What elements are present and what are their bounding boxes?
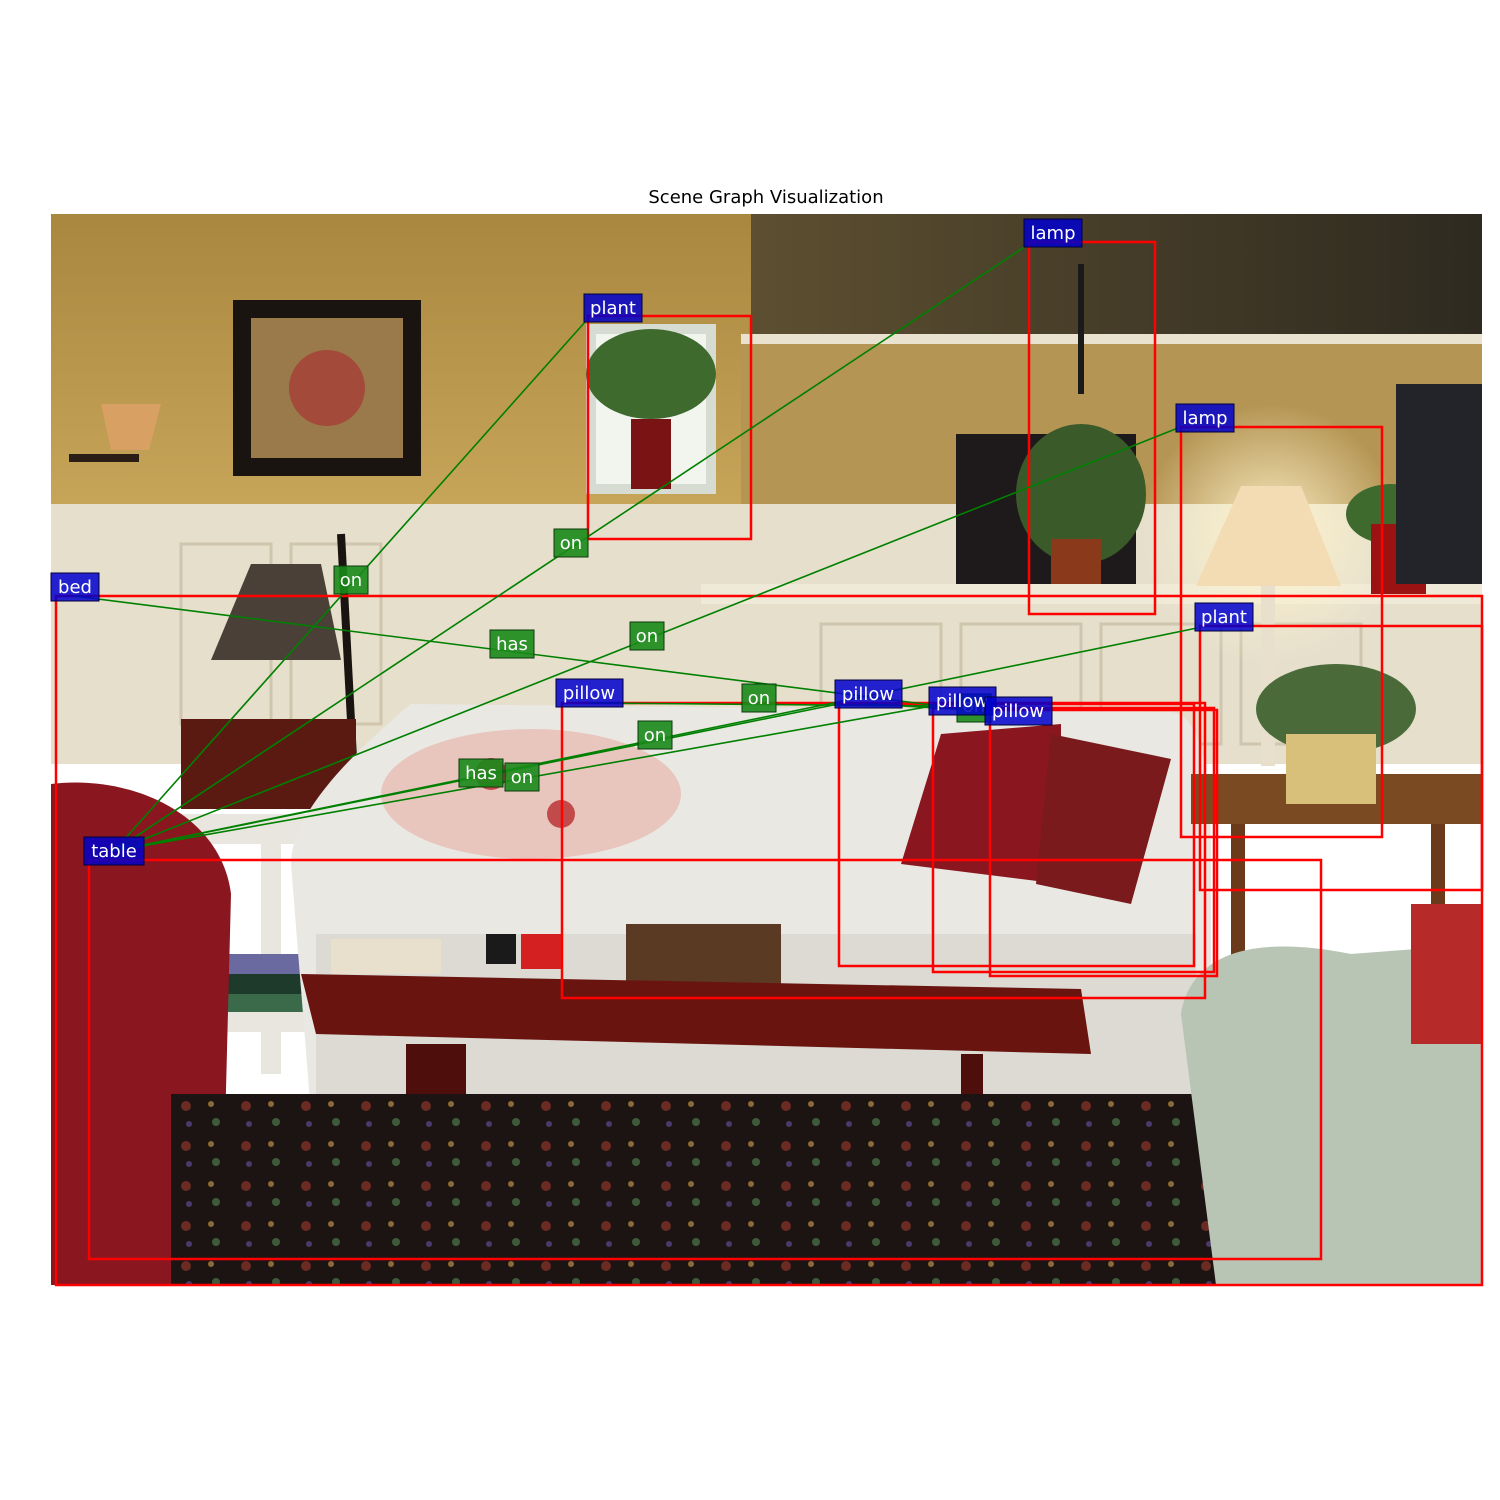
node-lamp-2: lamp — [1175, 403, 1235, 433]
node-pillow-4: pillow — [984, 696, 1053, 726]
node-lamp-1: lamp — [1023, 218, 1083, 248]
bbox-bed — [54, 594, 1484, 1287]
node-pillow-1: pillow — [555, 678, 624, 708]
svg-text:lamp: lamp — [1031, 223, 1076, 244]
node-table: table — [83, 836, 145, 866]
living-room-photo — [51, 214, 1482, 1285]
chart-title: Scene Graph Visualization — [648, 187, 884, 208]
svg-text:plant: plant — [590, 298, 636, 319]
svg-text:pillow: pillow — [992, 701, 1044, 722]
bbox-table — [87, 858, 1323, 1261]
svg-text:on: on — [511, 767, 533, 788]
svg-text:lamp: lamp — [1183, 408, 1228, 429]
bbox-plant-2 — [1198, 624, 1484, 892]
svg-text:plant: plant — [1201, 607, 1247, 628]
edge-on-1: on — [333, 565, 369, 595]
svg-text:on: on — [340, 570, 362, 591]
svg-text:has: has — [496, 634, 528, 655]
svg-text:pillow: pillow — [842, 684, 894, 705]
edge-on-3: on — [629, 621, 665, 651]
svg-text:on: on — [748, 688, 770, 709]
bbox-lamp-1 — [1027, 240, 1157, 616]
node-plant-2: plant — [1194, 602, 1254, 632]
node-bed: bed — [50, 572, 100, 602]
edge-has-1: has — [489, 629, 535, 659]
svg-text:has: has — [465, 763, 497, 784]
svg-text:on: on — [644, 725, 666, 746]
svg-text:pillow: pillow — [936, 691, 988, 712]
node-pillow-2: pillow — [834, 679, 903, 709]
edge-on-2: on — [553, 528, 589, 558]
svg-text:pillow: pillow — [563, 683, 615, 704]
bbox-pillow-2 — [837, 702, 1196, 968]
svg-text:on: on — [636, 626, 658, 647]
bbox-lamp-2 — [1179, 425, 1384, 839]
bbox-pillow-4 — [988, 708, 1219, 978]
svg-text:on: on — [560, 533, 582, 554]
edge-has-2: has — [458, 758, 504, 788]
edge-on-4: on — [741, 683, 777, 713]
svg-text:table: table — [91, 841, 137, 862]
svg-text:bed: bed — [58, 577, 92, 598]
bbox-pillow-3 — [931, 706, 1216, 974]
node-plant-1: plant — [583, 293, 643, 323]
edge-on-6: on — [504, 762, 540, 792]
edge-on-5: on — [637, 720, 673, 750]
bbox-plant-1 — [586, 314, 753, 541]
